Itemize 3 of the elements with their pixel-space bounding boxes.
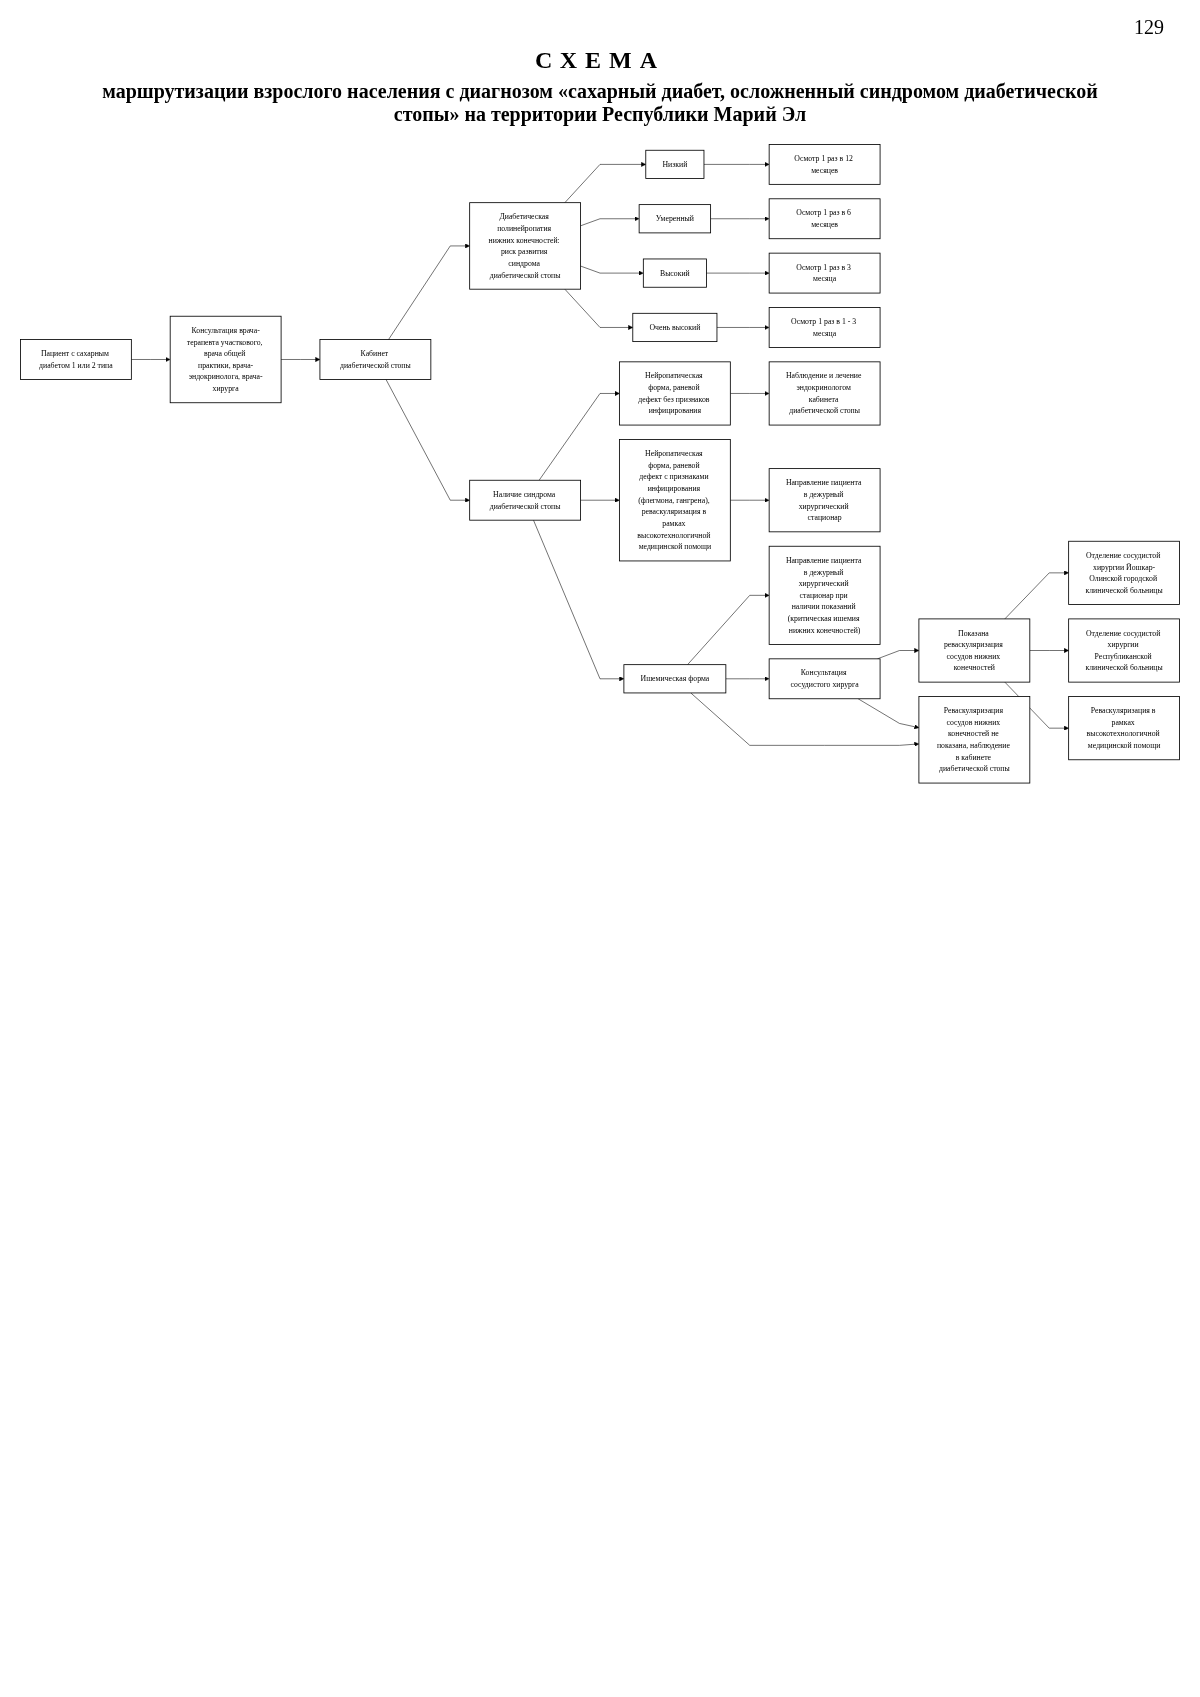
page-number: 129 [1133, 16, 1164, 39]
diagram-subtitle: маршрутизации взрослого населения с диагнозом «сахарный диабет, осложненный синдромом диабетической стопы» на территории Республики Марий Эл [101, 80, 1099, 126]
diagram-title: СХЕМА [533, 47, 666, 74]
